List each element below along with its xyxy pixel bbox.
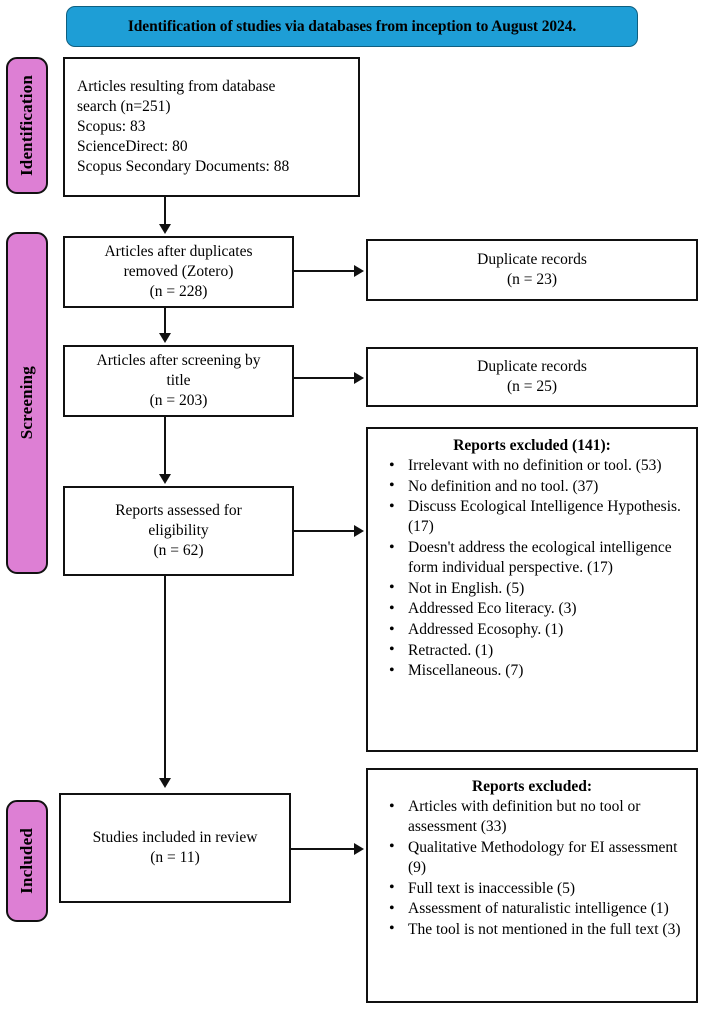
connector-title-to-eligibility-line — [164, 417, 166, 475]
after-title-line-2: title — [166, 371, 191, 389]
excluded-eligibility-title: Reports excluded (141): — [453, 437, 611, 454]
list-item: Articles with definition but no tool or … — [389, 796, 688, 837]
after-duplicates-line-2: removed (Zotero) — [123, 262, 234, 280]
box-duplicate-records-2: Duplicate records (n = 25) — [366, 347, 698, 407]
records-identified-line-3: Scopus: 83 — [77, 117, 146, 135]
included-studies-line-1: Studies included in review — [92, 828, 258, 846]
after-title-line-3: (n = 203) — [149, 392, 208, 410]
excluded-final-list: Articles with definition but no tool or … — [368, 796, 696, 940]
duplicates-1-line-2: (n = 23) — [506, 271, 558, 288]
box-duplicate-records-1: Duplicate records (n = 23) — [366, 239, 698, 301]
box-after-title-screening: Articles after screening by title (n = 2… — [63, 345, 294, 417]
box-reports-excluded-final: Reports excluded: Articles with definiti… — [366, 768, 698, 1003]
box-reports-assessed-eligibility: Reports assessed for eligibility (n = 62… — [63, 486, 294, 576]
list-item: The tool is not mentioned in the full te… — [389, 919, 688, 940]
records-identified-line-4: ScienceDirect: 80 — [77, 138, 188, 156]
assessed-eligibility-line-1: Reports assessed for — [115, 501, 242, 519]
list-item: Irrelevant with no definition or tool. (… — [389, 455, 688, 476]
list-item: Doesn't address the ecological intellige… — [389, 538, 688, 578]
list-item: Qualitative Methodology for EI assessmen… — [389, 837, 688, 878]
after-duplicates-line-1: Articles after duplicates — [104, 242, 253, 260]
connector-duplicates-2-arrow — [354, 371, 364, 384]
phase-label-included: Included — [6, 800, 48, 922]
connector-duplicates-to-title-arrow — [158, 333, 171, 343]
list-item: No definition and no tool. (37) — [389, 476, 688, 497]
connector-duplicates-to-title-line — [164, 308, 166, 334]
connector-excluded-final-arrow — [354, 842, 364, 855]
list-item: Discuss Ecological Intelligence Hypothes… — [389, 497, 688, 537]
assessed-eligibility-line-3: (n = 62) — [153, 542, 204, 560]
duplicates-2-line-1: Duplicate records — [477, 357, 587, 375]
excluded-eligibility-list: Irrelevant with no definition or tool. (… — [368, 455, 696, 682]
connector-identified-to-duplicates-line — [164, 197, 166, 225]
included-studies-line-2: (n = 11) — [150, 849, 200, 866]
box-after-duplicates-removed: Articles after duplicates removed (Zoter… — [63, 236, 294, 308]
phase-label-screening: Screening — [6, 232, 48, 574]
duplicates-1-line-1: Duplicate records — [477, 250, 587, 268]
excluded-final-title: Reports excluded: — [471, 778, 593, 795]
list-item: Full text is inaccessible (5) — [389, 878, 688, 899]
duplicates-2-line-2: (n = 25) — [506, 378, 558, 395]
connector-eligibility-to-included-arrow — [158, 778, 171, 788]
box-reports-excluded-eligibility: Reports excluded (141): Irrelevant with … — [366, 427, 698, 752]
diagram-title-banner: Identification of studies via databases … — [66, 6, 638, 47]
connector-duplicates-1-arrow — [354, 264, 364, 277]
list-item: Addressed Eco literacy. (3) — [389, 599, 688, 620]
after-title-line-1: Articles after screening by — [96, 351, 261, 369]
phase-label-included-text: Included — [17, 828, 36, 894]
diagram-title: Identification of studies via databases … — [127, 17, 577, 35]
after-duplicates-line-3: (n = 228) — [149, 283, 208, 301]
connector-duplicates-1-line — [294, 270, 356, 272]
list-item: Addressed Ecosophy. (1) — [389, 620, 688, 641]
records-identified-line-1: Articles resulting from database — [77, 77, 276, 95]
phase-label-identification: Identification — [6, 57, 48, 194]
box-studies-included: Studies included in review (n = 11) — [59, 793, 291, 903]
list-item: Assessment of naturalistic intelligence … — [389, 899, 688, 920]
box-records-identified: Articles resulting from database search … — [63, 57, 360, 197]
records-identified-line-2: search (n=251) — [77, 97, 171, 115]
list-item: Not in English. (5) — [389, 578, 688, 599]
list-item: Miscellaneous. (7) — [389, 661, 688, 682]
assessed-eligibility-line-2: eligibility — [148, 521, 209, 539]
list-item: Retracted. (1) — [389, 640, 688, 661]
phase-label-identification-text: Identification — [17, 74, 36, 177]
connector-excluded-eligibility-line — [294, 530, 356, 532]
connector-title-to-eligibility-arrow — [158, 474, 171, 484]
records-identified-line-5: Scopus Secondary Documents: 88 — [77, 158, 290, 176]
connector-eligibility-to-included-line — [164, 576, 166, 779]
connector-identified-to-duplicates-arrow — [158, 224, 171, 234]
phase-label-screening-text: Screening — [17, 366, 36, 440]
connector-excluded-final-line — [291, 848, 356, 850]
connector-duplicates-2-line — [294, 377, 356, 379]
connector-excluded-eligibility-arrow — [354, 524, 364, 537]
